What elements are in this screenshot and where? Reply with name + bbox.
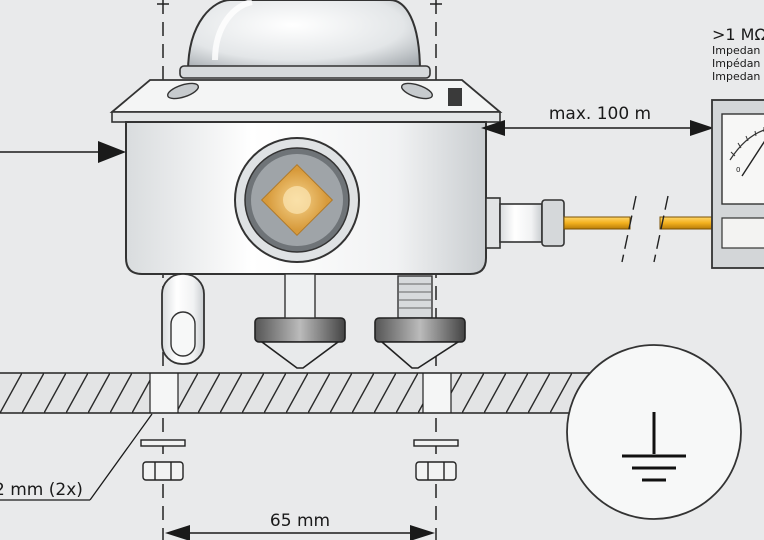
impedance-line-1: Impedan xyxy=(712,44,760,57)
fixing-hardware xyxy=(140,439,459,481)
impedance-line-3: Impedan xyxy=(712,70,760,83)
leveling-screw-left xyxy=(254,273,346,369)
cable-gland xyxy=(485,197,565,249)
impedance-label: >1 MΩ Impedan Impédan Impedan xyxy=(712,25,764,83)
svg-text:0: 0 xyxy=(736,166,740,174)
glass-dome xyxy=(179,0,431,79)
impedance-value: >1 MΩ xyxy=(712,25,764,44)
distance-dimension: max. 100 m xyxy=(481,104,714,136)
meter-device: 0 xyxy=(711,99,764,269)
meter-dial-icon xyxy=(729,129,764,161)
sensor-window xyxy=(234,137,360,263)
leveling-screw-right xyxy=(374,275,466,369)
spacing-dimension: 65 mm xyxy=(165,511,435,540)
distance-label: max. 100 m xyxy=(549,104,651,124)
hole-dimension: 2 mm (2x) xyxy=(0,413,153,501)
housing-flange xyxy=(109,79,503,123)
hole-label: 2 mm (2x) xyxy=(0,480,83,500)
impedance-line-2: Impédan xyxy=(712,57,760,70)
ground-symbol xyxy=(566,344,742,520)
spacing-label: 65 mm xyxy=(270,511,330,531)
support-leg xyxy=(161,273,205,365)
ground-symbol-icon xyxy=(622,412,686,482)
signal-cable xyxy=(563,195,717,263)
left-pointer-arrow xyxy=(0,141,126,163)
